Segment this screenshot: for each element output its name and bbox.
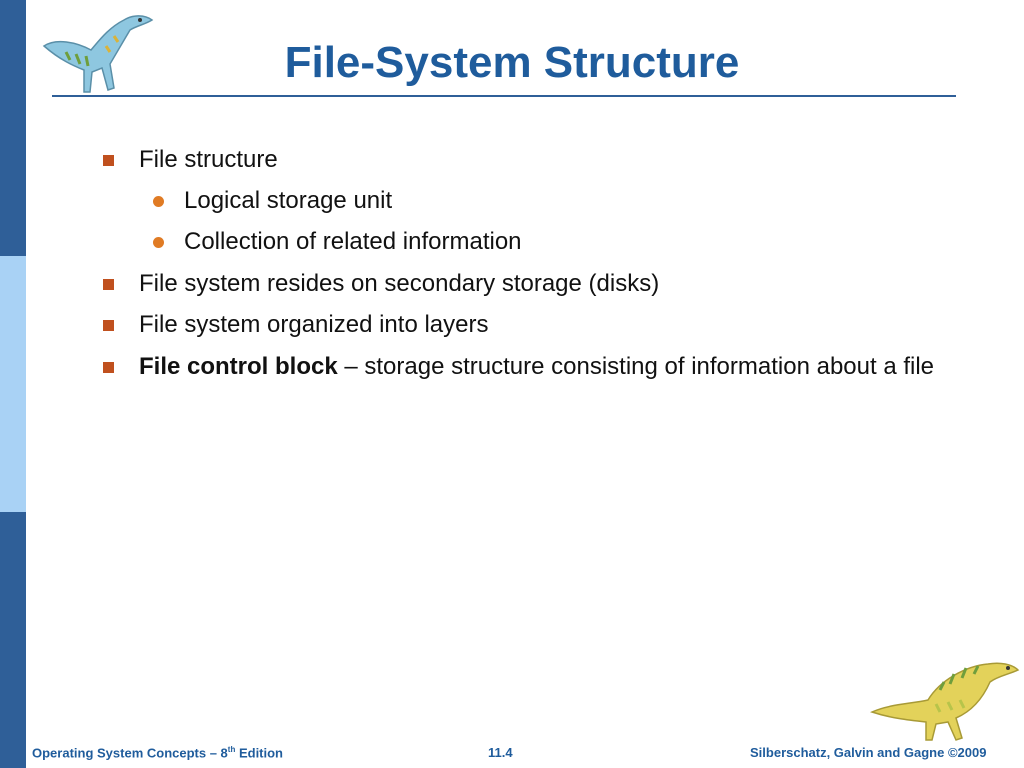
footer-edition-label: Edition [235,745,284,761]
square-bullet-icon [103,320,114,331]
square-bullet-icon [103,279,114,290]
square-bullet-icon [103,155,114,166]
footer-edition-sup: th [227,745,236,754]
dinosaur-logo-top-icon [42,15,154,93]
bullet-item: File system resides on secondary storage… [139,270,660,297]
footer-copyright: Silberschatz, Galvin and Gagne ©2009 [750,745,987,760]
slide-title: File-System Structure [284,38,740,87]
bullet-bold-term: File control block [139,353,338,380]
square-bullet-icon [103,362,114,373]
footer-left: Operating System Concepts – 8th Edition [32,745,283,760]
dot-bullet-icon [153,196,164,207]
footer-page-number: 11.4 [488,745,513,760]
bullet-item: File system organized into layers [139,311,489,338]
sidebar-segment-top [0,0,26,256]
footer-course-title: Operating System Concepts – 8 [32,745,228,761]
sub-bullet-item: Logical storage unit [184,187,393,214]
sidebar-segment-middle [0,256,26,512]
title-underline [52,95,956,97]
sidebar-segment-bottom [0,512,26,768]
bullet-item-text: – storage structure consisting of inform… [337,353,935,380]
dot-bullet-icon [153,237,164,248]
left-sidebar-bar [0,0,26,768]
bullet-item: File control block – storage structure c… [139,353,934,381]
sub-bullet-item: Collection of related information [184,228,522,255]
bullet-item: File structure [139,146,278,173]
dinosaur-logo-bottom-icon [870,662,1020,741]
